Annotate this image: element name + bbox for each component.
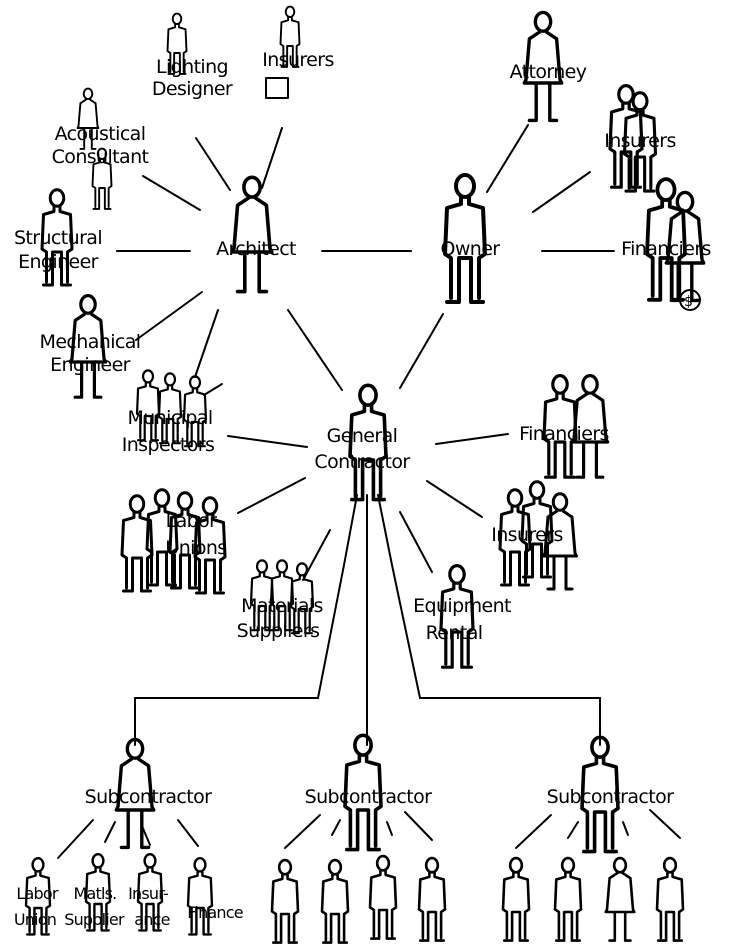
labor-union-label-line1: Labor xyxy=(16,884,58,903)
link-gc-insurers xyxy=(426,480,483,518)
general-contractor-label-line2: Contractor xyxy=(314,451,410,473)
link-sub1-finance xyxy=(177,819,199,847)
insurance-label-line1: Insur- xyxy=(128,884,168,903)
link-sub2-w1 xyxy=(284,814,321,849)
link-sub2-w2 xyxy=(331,819,341,836)
link-sub2-w4 xyxy=(404,811,433,841)
link-sub1-labor-union xyxy=(57,819,94,859)
insurers-label-mid: Insurers xyxy=(491,524,563,546)
link-labor-unions-gc xyxy=(237,477,306,514)
sub2-worker-figure-2 xyxy=(320,858,350,944)
sub2-worker-figure-1 xyxy=(270,858,300,944)
structural-engineer-label-line2: Engineer xyxy=(18,251,99,273)
finance-figure xyxy=(186,857,214,936)
sub2-worker-figure-3 xyxy=(368,854,398,940)
owner-label: Owner xyxy=(440,238,500,260)
financiers-label-mid: Financiers xyxy=(519,423,609,445)
link-acoustical-architect xyxy=(142,175,201,211)
sub3-worker-figure-2 xyxy=(553,856,583,942)
link-owner-gc xyxy=(399,313,444,389)
link-sub1-matls xyxy=(104,821,116,843)
lighting-designer-label-line1: Lighting xyxy=(156,56,228,78)
architect-figure xyxy=(230,175,274,294)
municipal-inspectors-label-line2: Inspectors xyxy=(122,434,215,456)
link-sub3-w3 xyxy=(622,821,629,836)
sub3-worker-figure-1 xyxy=(501,856,531,942)
sub3-worker-figure-4 xyxy=(655,856,685,942)
mechanical-engineer-label-line2: Engineer xyxy=(50,354,131,376)
municipal-inspector-figure-1 xyxy=(135,369,161,442)
link-gc-sub1 xyxy=(134,494,358,746)
financiers-label-right: Financiers xyxy=(621,238,711,260)
finance-label: Finance xyxy=(187,903,243,922)
link-sub3-w4 xyxy=(649,809,681,839)
labor-union-label-line2: Union xyxy=(14,910,56,929)
general-contractor-label-line1: General xyxy=(327,425,398,447)
matls-supplier-label-line2: Supplier xyxy=(64,910,125,929)
attorney-label: Attorney xyxy=(510,61,587,83)
mechanical-engineer-label-line1: Mechanical xyxy=(40,331,141,353)
link-municipal-architect xyxy=(194,309,219,378)
node-labels: Lighting Designer Insurers Acoustical Co… xyxy=(14,49,712,929)
link-insurers-architect xyxy=(261,127,283,189)
materials-suppliers-label-line1: Materials xyxy=(241,595,323,617)
link-mechanical-architect xyxy=(135,291,203,341)
link-gc-sub3 xyxy=(377,494,601,746)
labor-unions-label-line2: Unions xyxy=(165,537,226,559)
briefcase-icon xyxy=(265,77,289,99)
insurers-label-right: Insurers xyxy=(604,130,676,152)
people-figures: $ xyxy=(24,5,706,944)
materials-suppliers-label-line2: Suppliers xyxy=(237,620,320,642)
pointing-arm xyxy=(203,383,223,396)
insurance-label-line2: ance xyxy=(134,910,169,929)
connector-lines xyxy=(57,124,681,859)
money-bag-icon xyxy=(679,289,701,311)
sub2-worker-figure-4 xyxy=(417,856,447,942)
link-insurers-owner xyxy=(532,171,591,213)
link-lighting-architect xyxy=(195,137,231,191)
equipment-rental-label-line1: Equipment xyxy=(413,595,511,617)
labor-unions-label-line1: Labor xyxy=(166,510,218,532)
matls-supplier-label-line1: Matls. xyxy=(74,884,117,903)
acoustical-consultant-label-line2: Consultant xyxy=(52,146,149,168)
subcontractor-3-label: Subcontractor xyxy=(547,786,675,808)
link-sub3-w2 xyxy=(567,821,579,839)
link-gc-equipment xyxy=(399,511,433,573)
architect-label: Architect xyxy=(216,238,296,260)
link-gc-financiers xyxy=(435,433,509,445)
link-sub2-w3 xyxy=(386,821,393,836)
subcontractor-1-label: Subcontractor xyxy=(85,786,213,808)
money-bag-symbol: $ xyxy=(684,294,692,310)
insurers-label-top: Insurers xyxy=(262,49,334,71)
lighting-designer-label-line2: Designer xyxy=(152,78,233,100)
structural-engineer-label-line1: Structural xyxy=(14,227,102,249)
subcontractor-2-label: Subcontractor xyxy=(305,786,433,808)
acoustical-consultant-label-line1: Acoustical xyxy=(55,123,146,145)
link-sub3-w1 xyxy=(515,814,552,849)
link-municipal-gc xyxy=(227,435,308,448)
equipment-rental-label-line2: Rental xyxy=(426,622,483,644)
link-attorney-owner xyxy=(486,124,529,193)
link-architect-gc xyxy=(287,309,343,391)
municipal-inspectors-label-line1: Municipal xyxy=(127,407,212,429)
sub3-worker-figure-3 xyxy=(604,856,636,942)
